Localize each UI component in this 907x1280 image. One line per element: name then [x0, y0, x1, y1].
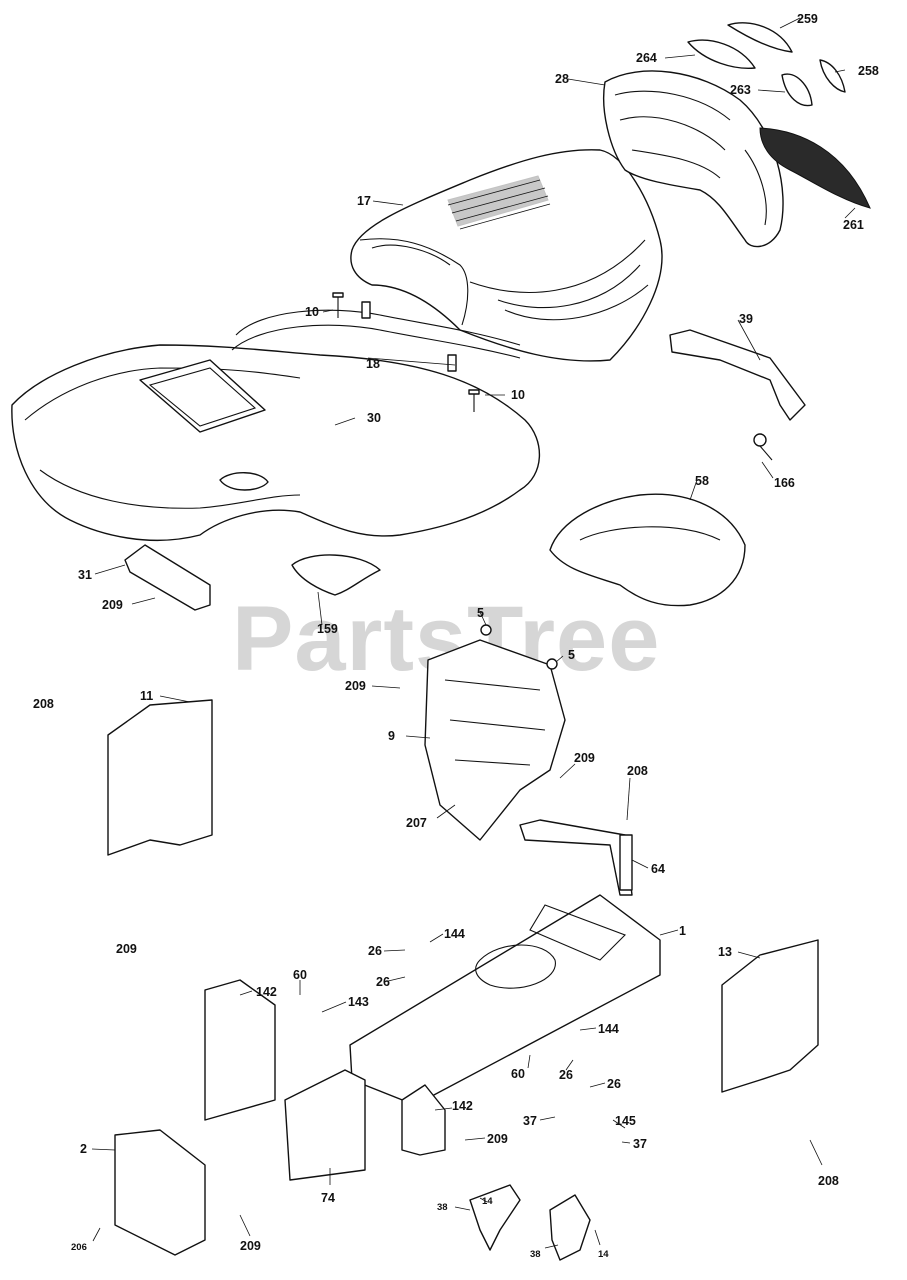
bolt-10a[interactable]	[332, 292, 344, 318]
part-263[interactable]	[781, 73, 813, 107]
callout-144-b: 144	[598, 1022, 619, 1036]
callout-159: 159	[317, 622, 338, 636]
nut-5b[interactable]	[546, 658, 558, 670]
callout-60-a: 60	[293, 968, 307, 982]
callout-207: 207	[406, 816, 427, 830]
callout-37-b: 37	[633, 1137, 647, 1151]
leader-lines	[91, 17, 856, 1249]
hood-part[interactable]	[350, 149, 663, 362]
callout-5-b: 5	[568, 648, 575, 662]
grille-housing-part[interactable]	[603, 70, 784, 248]
callout-26-d: 26	[607, 1077, 621, 1091]
clip-18b[interactable]	[447, 354, 457, 372]
callout-261: 261	[843, 218, 864, 232]
callout-17: 17	[357, 194, 371, 208]
callout-145: 145	[615, 1114, 636, 1128]
bolt-10b[interactable]	[468, 389, 480, 412]
callout-14-a: 14	[482, 1196, 493, 1207]
side-panel-11[interactable]	[107, 699, 213, 856]
bracket-39[interactable]	[669, 329, 806, 421]
cup-159[interactable]	[291, 554, 381, 596]
callout-64: 64	[651, 862, 665, 876]
callout-209-d: 209	[116, 942, 137, 956]
callout-264: 264	[636, 51, 657, 65]
callout-38-a: 38	[437, 1202, 448, 1213]
callout-58: 58	[695, 474, 709, 488]
callout-74: 74	[321, 1191, 335, 1205]
bracket-38a[interactable]	[469, 1184, 521, 1251]
callout-13: 13	[718, 945, 732, 959]
callout-39: 39	[739, 312, 753, 326]
side-panel-13[interactable]	[721, 939, 819, 1093]
callout-166: 166	[774, 476, 795, 490]
callout-37-a: 37	[523, 1114, 537, 1128]
callout-14-b: 14	[598, 1249, 609, 1260]
callout-144-a: 144	[444, 927, 465, 941]
bracket-38b[interactable]	[549, 1194, 591, 1261]
callout-208-a: 208	[33, 697, 54, 711]
bracket-31[interactable]	[124, 544, 211, 611]
shield-58[interactable]	[549, 493, 746, 607]
callout-38-b: 38	[530, 1249, 541, 1260]
callout-206: 206	[71, 1242, 87, 1253]
callout-259: 259	[797, 12, 818, 26]
callout-208-c: 208	[818, 1174, 839, 1188]
plate-142c[interactable]	[401, 1084, 446, 1156]
clip-18a[interactable]	[361, 301, 371, 319]
part-259[interactable]	[727, 22, 793, 53]
callout-209-f: 209	[240, 1239, 261, 1253]
callout-1: 1	[679, 924, 686, 938]
callout-143: 143	[348, 995, 369, 1009]
callout-208-b: 208	[627, 764, 648, 778]
callout-26-c: 26	[559, 1068, 573, 1082]
callout-28: 28	[555, 72, 569, 86]
callout-258: 258	[858, 64, 879, 78]
part-264[interactable]	[687, 39, 756, 69]
fender-part[interactable]	[11, 309, 541, 541]
callout-26-a: 26	[368, 944, 382, 958]
callout-209-a: 209	[102, 598, 123, 612]
callout-209-c: 209	[574, 751, 595, 765]
nut-5a[interactable]	[480, 624, 492, 636]
callout-263: 263	[730, 83, 751, 97]
callout-142-a: 142	[256, 985, 277, 999]
plate-142a[interactable]	[204, 979, 276, 1121]
callout-60-b: 60	[511, 1067, 525, 1081]
callout-10-b: 10	[511, 388, 525, 402]
plate-142b[interactable]	[284, 1069, 366, 1181]
bracket-64[interactable]	[519, 819, 633, 896]
callout-18: 18	[366, 357, 380, 371]
screw-166[interactable]	[753, 433, 773, 461]
callout-5-a: 5	[477, 606, 484, 620]
callout-31: 31	[78, 568, 92, 582]
callout-2: 2	[80, 1142, 87, 1156]
part-258[interactable]	[819, 59, 846, 93]
callout-209-e: 209	[487, 1132, 508, 1146]
part-261[interactable]	[759, 127, 871, 209]
callout-9: 9	[388, 729, 395, 743]
dash-panel-9[interactable]	[424, 639, 566, 841]
callout-30: 30	[367, 411, 381, 425]
callout-26-b: 26	[376, 975, 390, 989]
callout-209-b: 209	[345, 679, 366, 693]
callout-10-a: 10	[305, 305, 319, 319]
frame-1[interactable]	[349, 894, 661, 1106]
callout-142-b: 142	[452, 1099, 473, 1113]
callout-11: 11	[140, 689, 153, 703]
bracket-2[interactable]	[114, 1129, 206, 1256]
